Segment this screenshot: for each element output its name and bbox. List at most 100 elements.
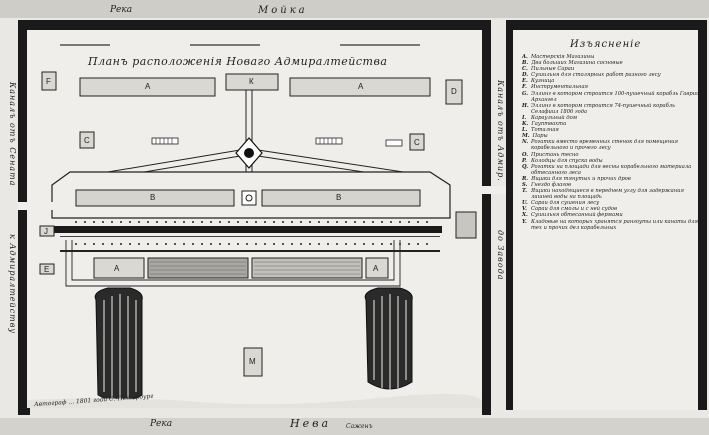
bld-label-B2: В [336, 193, 342, 202]
legend-item: U.Сараи для сушения лесу [522, 200, 704, 206]
legend-key: V. [522, 206, 527, 213]
timber-dot [327, 243, 329, 245]
building-A-top-right [289, 77, 431, 97]
legend-key: I. [522, 114, 527, 121]
timber-dot [363, 221, 365, 223]
bld-label-C1: С [84, 136, 90, 145]
legend-item: Q.Рогатки на площади для весны корабельн… [522, 164, 704, 176]
legend-key: S. [522, 181, 528, 188]
legend-key: U. [522, 200, 528, 207]
timber-dot [264, 243, 266, 245]
river-bottom-left-label: Река [150, 419, 173, 429]
timber-dot [93, 221, 95, 223]
legend-text: Кладовые на которых хранятся рангоуты ил… [531, 218, 698, 231]
legend-item: B.Два больших Магазина сосновые [522, 60, 704, 66]
legend-key: G. [522, 90, 529, 97]
timber-dot [165, 221, 167, 223]
timber-dot [300, 243, 302, 245]
timber-dot [408, 243, 410, 245]
timber-dot [219, 221, 221, 223]
river-bottom-name: Нева [290, 417, 332, 430]
timber-dot [390, 221, 392, 223]
legend-text: Пильные Сараи [531, 66, 575, 73]
legend-item: N.Рогатки вместо временных стенок для по… [522, 139, 704, 151]
legend-key: B. [522, 60, 529, 67]
timber-dot [219, 243, 221, 245]
legend-text: Пристань тесно [531, 151, 579, 158]
timber-dot [228, 221, 230, 223]
timber-dot [183, 221, 185, 223]
timber-dot [174, 243, 176, 245]
timber-dot [84, 221, 86, 223]
legend-title: Изъясненіе [570, 39, 642, 50]
timber-dot [201, 243, 203, 245]
timber-dot [336, 221, 338, 223]
timber-dot [210, 243, 212, 245]
timber-dot [381, 243, 383, 245]
legend-key: K. [522, 121, 529, 128]
timber-dot [381, 221, 383, 223]
timber-dot [354, 243, 356, 245]
legend-item: Y.Кладовые на которых хранятся рангоуты … [522, 219, 704, 231]
timber-dot [255, 243, 257, 245]
bld-label-A3: А [114, 264, 120, 273]
timber-dot [426, 221, 428, 223]
timber-dot [345, 243, 347, 245]
timber-dot [165, 243, 167, 245]
building-A-lower-left [93, 257, 145, 279]
bld-label-M: М [249, 357, 256, 366]
timber-dot [372, 221, 374, 223]
legend-text: Сушильня обтесанный фермами [531, 212, 623, 219]
legend-text: Эллинг в котором строится 74-пушечный ко… [531, 102, 675, 115]
building-A-lower-right [365, 257, 389, 279]
timber-dot [228, 243, 230, 245]
hatched-shed-right [251, 257, 363, 279]
timber-dot [84, 243, 86, 245]
timber-dot [417, 243, 419, 245]
legend-item: A.Мастерскія Магазины [522, 54, 704, 60]
timber-dot [210, 221, 212, 223]
timber-dot [102, 243, 104, 245]
timber-dot [111, 221, 113, 223]
legend-text: Тоталная [531, 127, 559, 134]
timber-dot [309, 221, 311, 223]
legend-item: C.Пильные Сараи [522, 66, 704, 72]
timber-dot [309, 243, 311, 245]
timber-dot [408, 221, 410, 223]
timber-dot [129, 221, 131, 223]
timber-dot [93, 243, 95, 245]
building-A-top-left [79, 77, 216, 97]
bld-label-K: К [249, 77, 254, 86]
timber-dot [174, 221, 176, 223]
timber-dot [273, 221, 275, 223]
legend-text: Два больших Магазина сосновые [531, 60, 623, 67]
bld-label-B1: В [150, 193, 156, 202]
legend-key: E. [522, 78, 528, 85]
legend-item: V.Сараи для смолы и с ней судов [522, 206, 704, 212]
legend-item: M.Пары [522, 133, 704, 139]
legend-item: E.Кузница [522, 78, 704, 84]
building-D [445, 79, 463, 105]
timber-dot [192, 221, 194, 223]
legend-key: C. [522, 66, 528, 73]
timber-dot [156, 243, 158, 245]
bld-label-C2: С [414, 138, 420, 147]
timber-dot [75, 221, 77, 223]
legend-text: Сараи для сушения лесу [531, 200, 600, 207]
timber-dot [345, 221, 347, 223]
building-J [39, 225, 55, 237]
timber-dot [246, 221, 248, 223]
legend-text: Колодцы для спуска воды [531, 157, 603, 164]
ship-slip-left [94, 287, 143, 402]
timber-dot [390, 243, 392, 245]
legend-text: Инструментальная [531, 84, 588, 91]
timber-dot [147, 221, 149, 223]
legend-item: D.Сушильня для столярных работ разного л… [522, 72, 704, 78]
timber-dot [102, 221, 104, 223]
legend-key: A. [522, 54, 528, 60]
bld-label-A2: А [358, 82, 364, 91]
legend-text: Сушильня для столярных работ разного лес… [531, 72, 661, 79]
legend-key: N. [522, 139, 529, 146]
legend-text: Пары [532, 133, 548, 140]
timber-dot [291, 243, 293, 245]
